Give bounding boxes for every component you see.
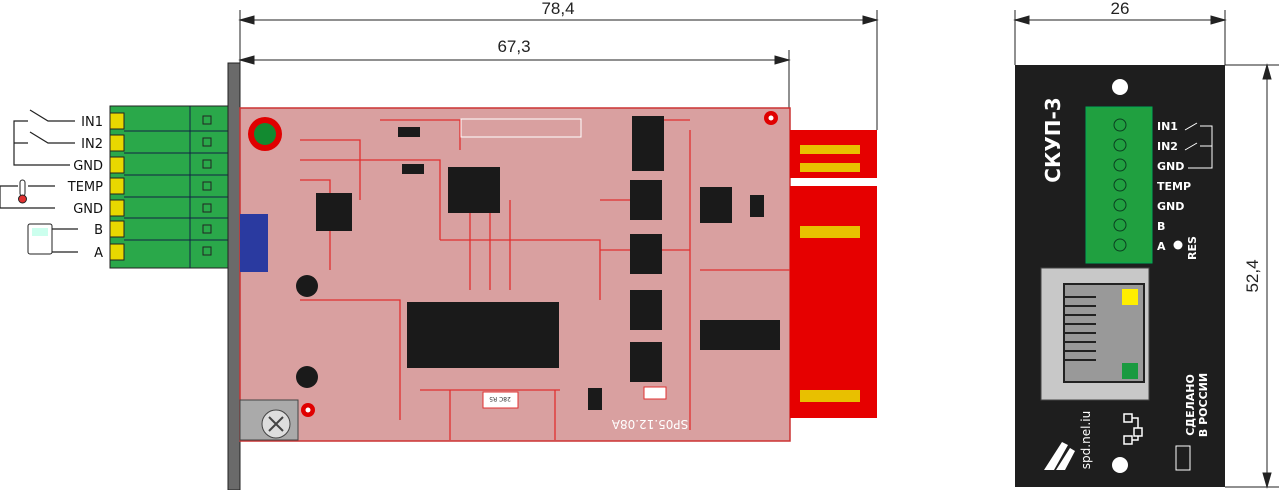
label-gnd-1: GND (73, 159, 103, 174)
reset-button[interactable] (1173, 240, 1183, 250)
dimension-total-length-label: 78,4 (541, 0, 574, 18)
label-gnd-2: GND (73, 202, 103, 217)
panel-switch-symbol (1184, 122, 1213, 169)
led-yellow (1122, 289, 1138, 305)
meter-icon (27, 223, 53, 255)
label-in1: IN1 (81, 115, 103, 130)
made-in-line2: В РОССИИ (1197, 373, 1210, 437)
dimension-board-length (238, 50, 791, 108)
edge-connector-main (790, 186, 877, 418)
network-icon (1123, 413, 1143, 445)
panel-label-b: B (1157, 220, 1165, 233)
dimension-panel-height (1225, 63, 1279, 489)
dimension-panel-height-label: 52,4 (1243, 259, 1262, 292)
components (296, 116, 780, 410)
screw-icon (239, 399, 299, 441)
reset-label: RES (1186, 236, 1199, 260)
ethernet-port[interactable] (1040, 267, 1150, 401)
metal-bracket (227, 62, 241, 490)
dimension-panel-width (1013, 10, 1227, 65)
pcb-board: 28C R5 SP05.12.08A (239, 107, 877, 442)
label-b: B (94, 223, 103, 238)
dimension-board-length-label: 67,3 (497, 37, 530, 56)
led-green (1122, 363, 1138, 379)
dimension-panel-width-label: 26 (1111, 0, 1130, 18)
blue-connector (240, 214, 268, 272)
panel-label-temp: TEMP (1157, 180, 1191, 193)
label-a: A (94, 246, 103, 261)
panel-label-in2: IN2 (1157, 140, 1178, 153)
made-in-russia-badge-icon (1175, 445, 1191, 471)
panel-label-in1: IN1 (1157, 120, 1178, 133)
logo-icon (1044, 442, 1075, 470)
terminal-labels: IN1 IN2 GND TEMP GND B A (67, 115, 103, 261)
board-marking: SP05.12.08A (611, 417, 688, 431)
part-label: 28C R5 (489, 395, 511, 402)
label-in2: IN2 (81, 137, 103, 152)
label-temp: TEMP (67, 180, 103, 195)
panel-title: СКУП-3 (1041, 97, 1065, 182)
front-panel: СКУП-3 IN1 IN2 GND TEMP GND B A RES (1015, 65, 1225, 487)
thermometer-icon (18, 179, 27, 204)
panel-label-a: A (1157, 240, 1166, 253)
switch-symbols (0, 109, 78, 253)
dimension-total-length (238, 10, 879, 130)
website-label: spd.nel.iu (1079, 411, 1093, 469)
made-in-line1: СДЕЛАНО (1184, 374, 1197, 436)
panel-label-gnd-1: GND (1157, 160, 1184, 173)
panel-label-gnd-2: GND (1157, 200, 1184, 213)
terminal-block (109, 105, 231, 269)
